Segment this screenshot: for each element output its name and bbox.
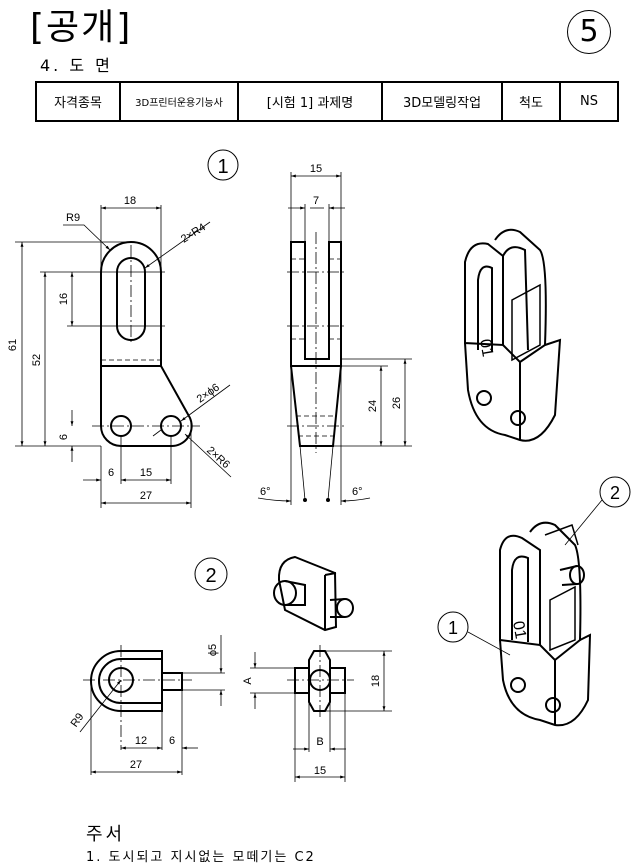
dim-pin-dia: ϕ5: [207, 644, 219, 656]
page-title: [공개]: [30, 7, 133, 48]
qualification-label: 자격종목: [35, 81, 121, 122]
dim-hole-y: 6: [58, 434, 70, 440]
assembly-balloon-2: 2: [610, 483, 620, 503]
dim-h24: 24: [367, 400, 379, 412]
part1-balloon-label: 1: [217, 156, 228, 178]
part2-balloon-label: 2: [205, 565, 216, 587]
dim-x6: 6: [108, 467, 114, 479]
notes-title: 주서: [86, 824, 126, 845]
scale-value: NS: [559, 81, 619, 122]
dim-r9: R9: [66, 212, 80, 224]
dim-hole-dia: 2×ϕ6: [195, 382, 222, 406]
dim-slot-length: 16: [58, 293, 70, 305]
part1-isometric-view: [464, 228, 562, 442]
task-value: 3D모델링작업: [381, 81, 503, 122]
dim-part2-side-width: 15: [314, 765, 326, 777]
dim-angle-left: 6°: [260, 486, 271, 498]
notes-item: 1. 도시되고 지시없는 모떼기는 C2: [86, 850, 316, 865]
part1-balloon: [207, 149, 239, 181]
dim-angle-right: 6°: [352, 486, 363, 498]
page-number-badge: 5: [567, 10, 611, 54]
part1-engraving: 01: [476, 338, 496, 359]
part2-balloon: [194, 557, 228, 591]
dim-part2-x12: 12: [135, 735, 147, 747]
part2-isometric-view: [273, 555, 354, 632]
part1-front-view: [100, 241, 193, 448]
dim-fillet: 2×R6: [204, 444, 232, 471]
dim-x15: 15: [140, 467, 152, 479]
part2-front-view: [90, 650, 183, 712]
dim-width-total: 27: [140, 490, 152, 502]
dim-width-top: 18: [124, 195, 136, 207]
dim-side-slot: 7: [313, 195, 319, 207]
dim-part2-x6: 6: [169, 735, 175, 747]
dim-slot-radius: 2×R4: [179, 221, 208, 245]
dim-b: B: [316, 736, 323, 748]
dim-a: A: [242, 677, 254, 685]
section-heading: 4. 도 면: [40, 56, 113, 75]
assembly-engraving: 01: [509, 620, 529, 641]
assembly-balloon-1: 1: [448, 618, 458, 638]
dim-part2-height: 18: [370, 675, 382, 687]
scale-label: 척도: [501, 81, 561, 122]
dim-h26: 26: [391, 397, 403, 409]
task-label: [시험 1] 과제명: [237, 81, 383, 122]
info-table: 자격종목 3D프린터운용기능사 [시험 1] 과제명 3D모델링작업 척도 NS: [35, 81, 619, 122]
qualification-value: 3D프린터운용기능사: [119, 81, 239, 122]
dim-height-52: 52: [31, 354, 43, 366]
assembly-isometric-view: [499, 521, 592, 727]
dim-side-width: 15: [310, 163, 322, 175]
dim-part2-width: 27: [130, 759, 142, 771]
dim-height-total: 61: [7, 339, 19, 351]
